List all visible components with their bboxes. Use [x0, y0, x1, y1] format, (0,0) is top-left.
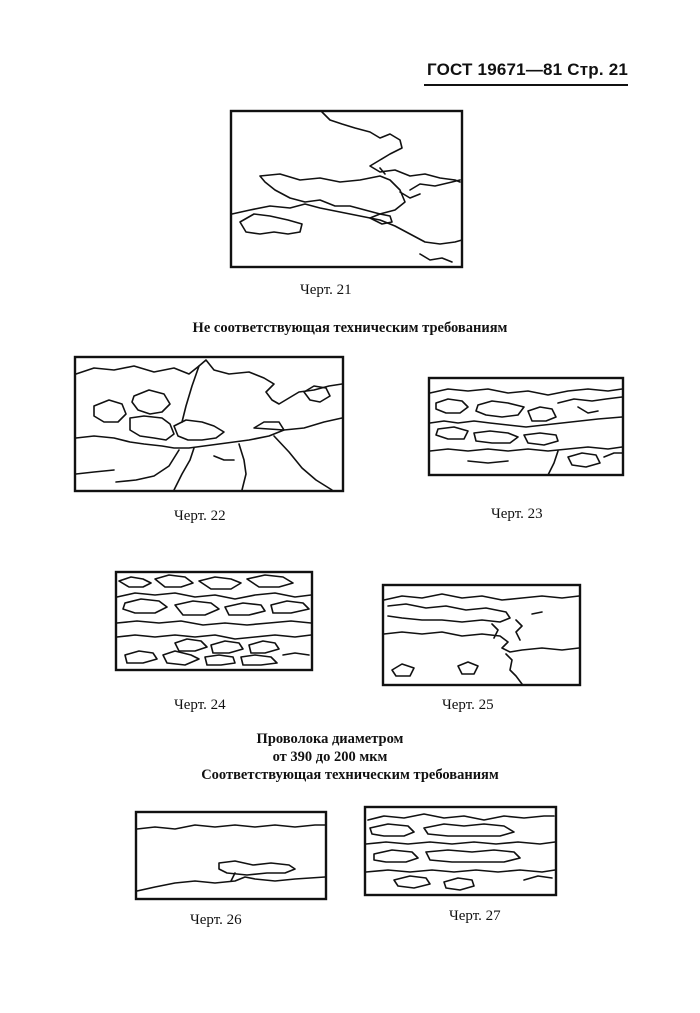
figure-23-caption: Черт. 23 [491, 506, 543, 522]
figure-23-micrograph [427, 376, 625, 477]
figure-22-micrograph [73, 355, 345, 493]
figure-22-caption: Черт. 22 [174, 508, 226, 524]
section-heading-nonconforming: Не соответствующая техническим требовани… [192, 320, 508, 336]
figure-27-caption: Черт. 27 [449, 908, 501, 924]
section-heading-conforming: Соответствующая техническим требованиям [201, 767, 499, 783]
figure-25-micrograph [381, 583, 582, 687]
figure-26-micrograph [134, 810, 328, 901]
figure-21-caption: Черт. 21 [300, 282, 352, 298]
section-heading-wire-line1: Проволока диаметром [256, 731, 404, 747]
figure-24-micrograph [114, 570, 314, 672]
figure-26-caption: Черт. 26 [190, 912, 242, 928]
page-header: ГОСТ 19671—81 Стр. 21 [424, 60, 628, 86]
figure-24-caption: Черт. 24 [174, 697, 226, 713]
figure-27-micrograph [363, 805, 558, 897]
figure-25-caption: Черт. 25 [442, 697, 494, 713]
section-heading-wire-line2: от 390 до 200 мкм [272, 749, 388, 765]
figure-21-micrograph [229, 109, 464, 269]
